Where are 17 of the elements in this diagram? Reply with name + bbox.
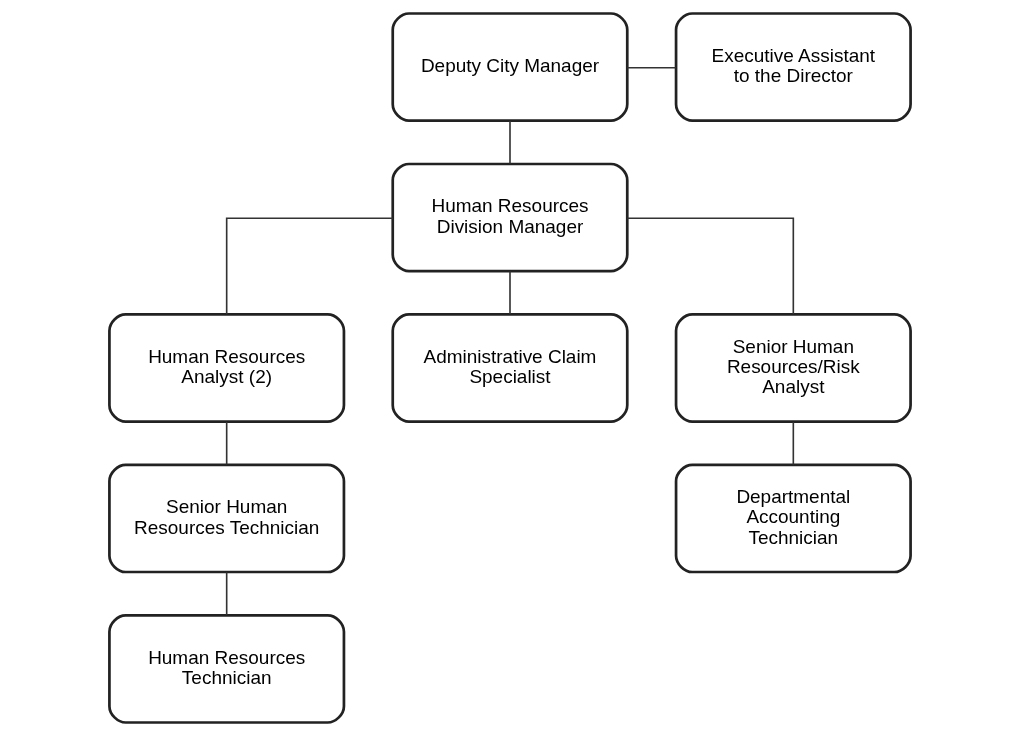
node-box: Human Resources Division Manager xyxy=(391,162,629,273)
node-box: Human Resources Technician xyxy=(108,614,346,724)
connector xyxy=(626,66,677,69)
connector xyxy=(225,571,228,616)
connector xyxy=(509,270,511,315)
node-box: Departmental Accounting Technician xyxy=(674,463,912,574)
connector xyxy=(626,217,795,316)
node-box: Senior Human Resources Technician xyxy=(108,463,346,574)
node-box: Human Resources Analyst (2) xyxy=(108,313,346,423)
connector xyxy=(225,217,394,316)
connector xyxy=(792,421,795,466)
node-box: Administrative Claim Specialist xyxy=(391,313,629,423)
node-box: Executive Assistant to the Director xyxy=(674,12,912,122)
node-box: Senior Human Resources/Risk Analyst xyxy=(674,313,912,423)
connector xyxy=(225,421,228,466)
connector xyxy=(509,120,511,165)
node-box: Deputy City Manager xyxy=(391,12,629,122)
